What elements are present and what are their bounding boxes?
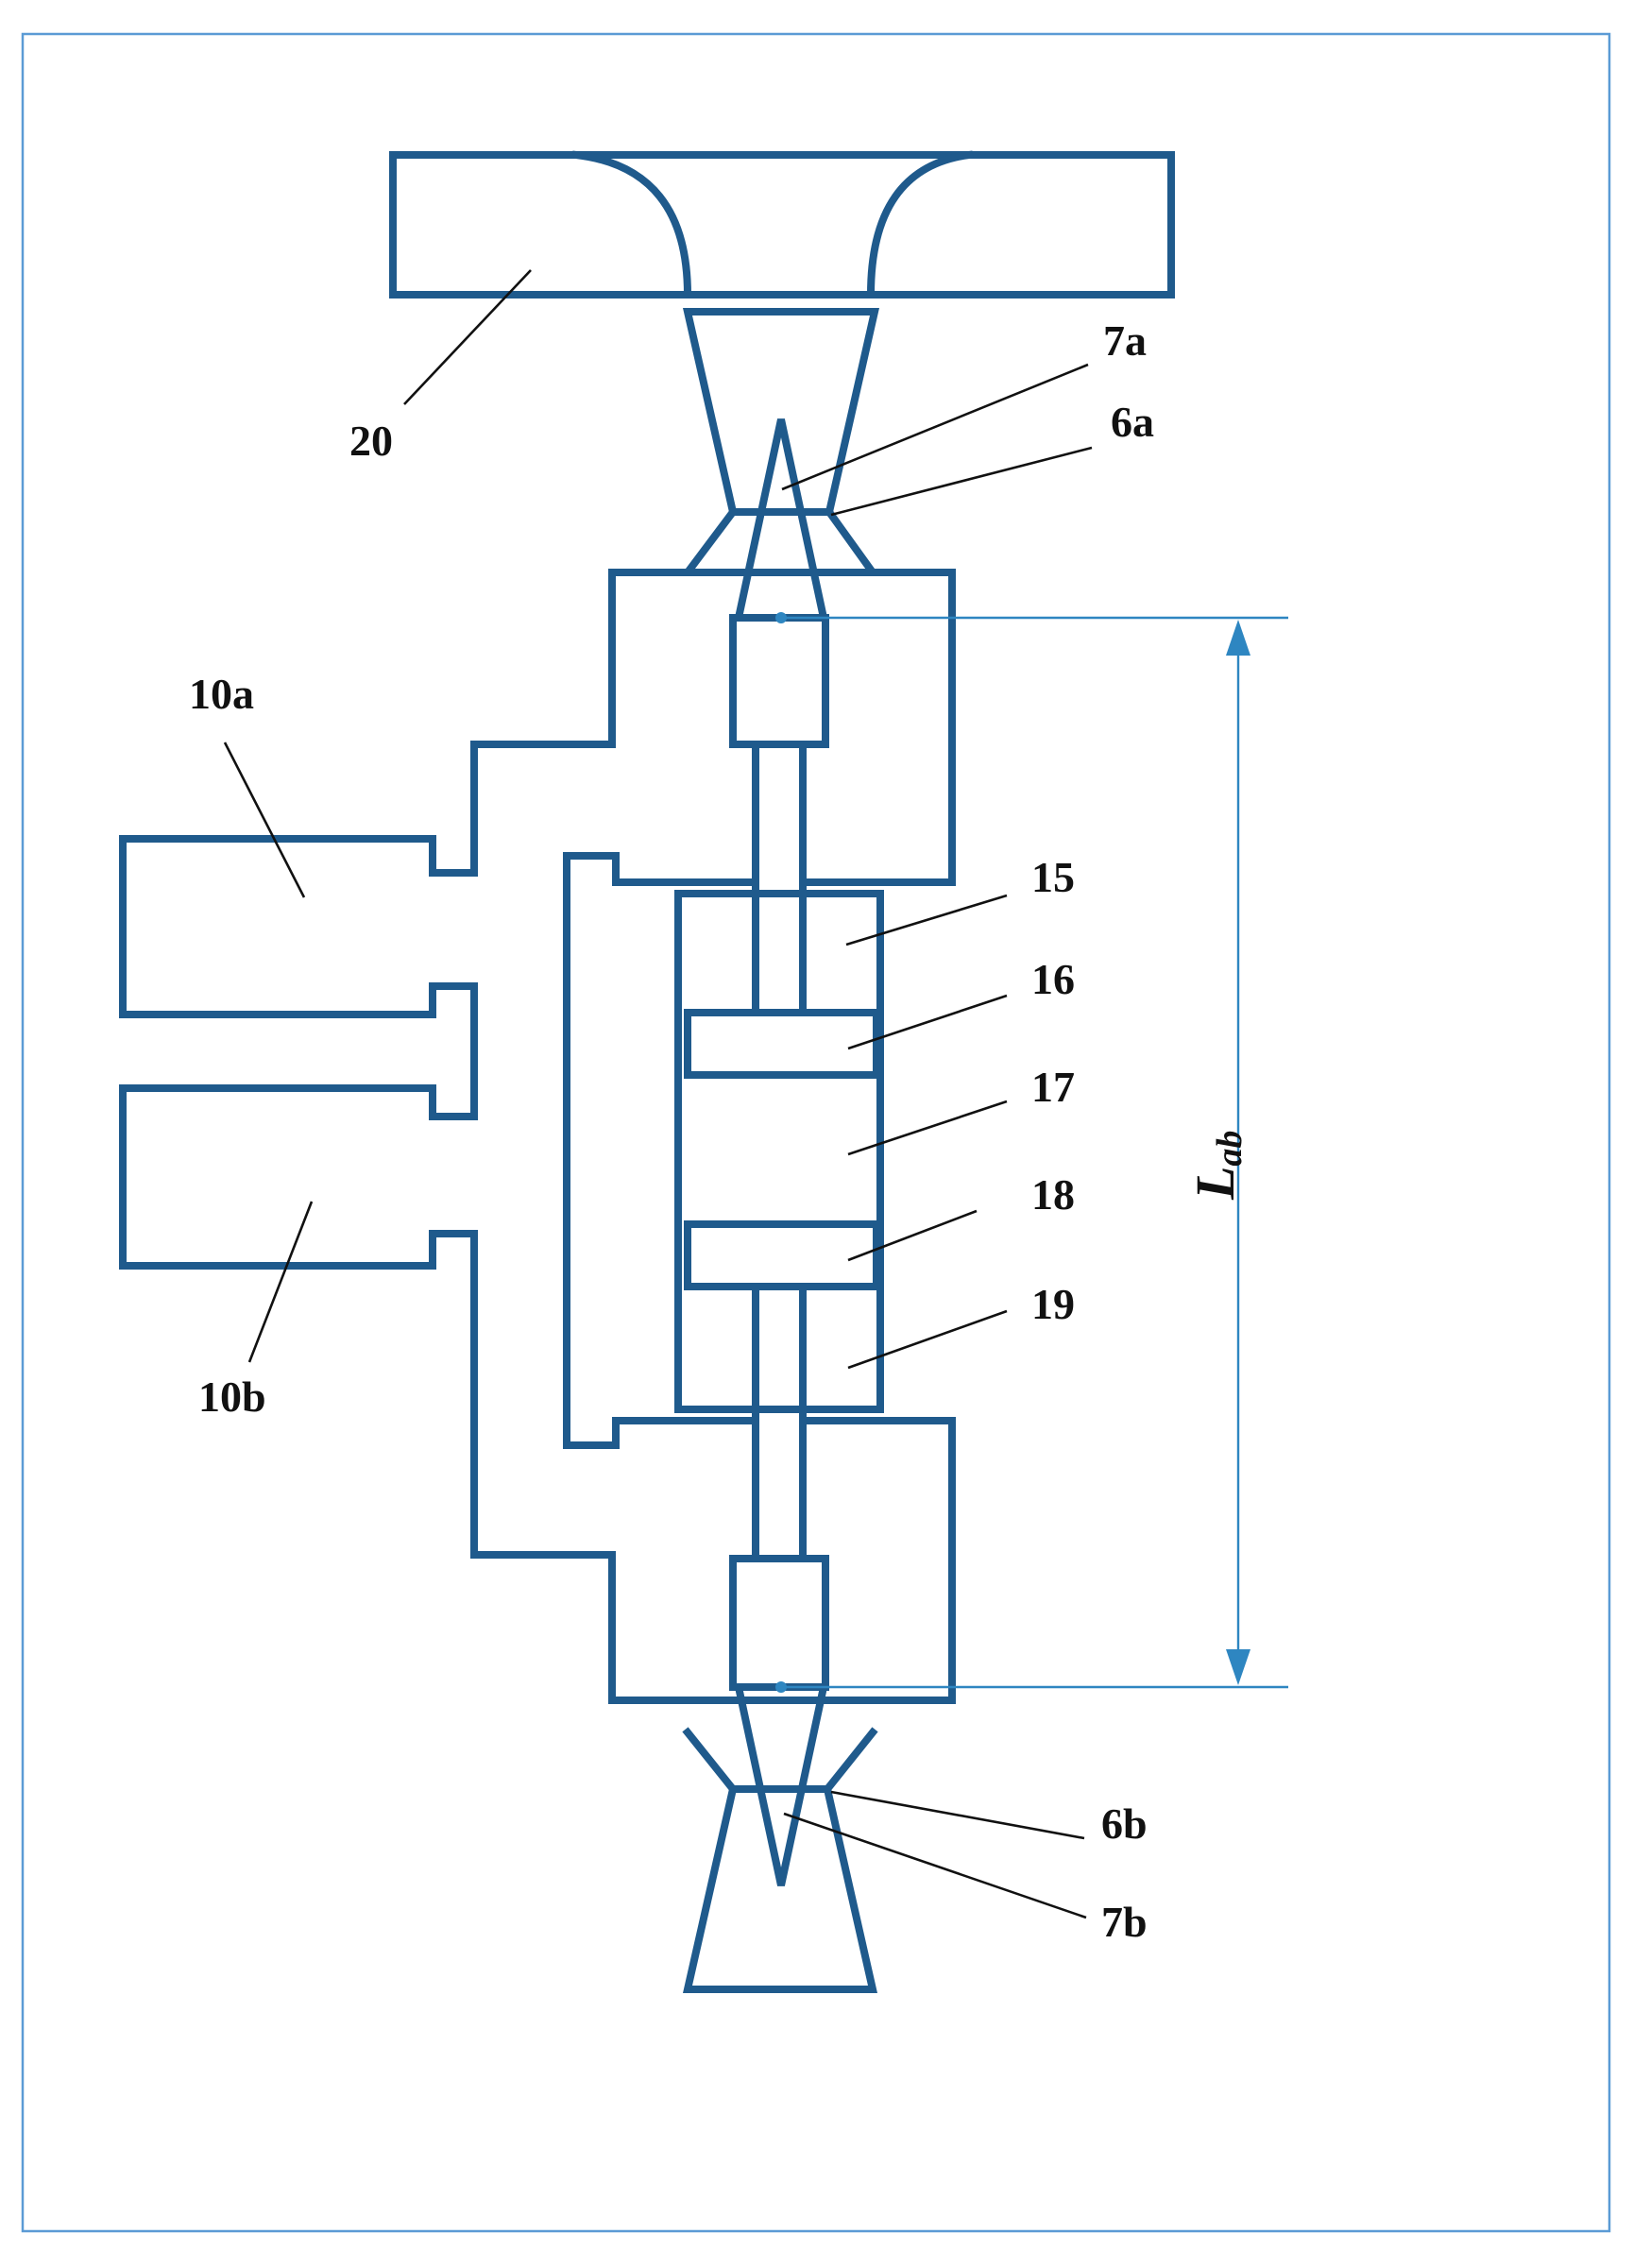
label-20: 20 — [349, 417, 393, 465]
dimension-lab — [775, 612, 1288, 1693]
label-17: 17 — [1031, 1063, 1075, 1111]
leader-lines — [223, 269, 1093, 1919]
upper-nozzle — [680, 308, 880, 576]
label-7b: 7b — [1101, 1898, 1148, 1946]
chamber — [674, 890, 884, 1413]
label-18: 18 — [1031, 1170, 1075, 1219]
top-plate-20 — [389, 150, 1175, 299]
label-7a: 7a — [1103, 316, 1147, 365]
label-6a: 6a — [1111, 398, 1154, 446]
label-6b: 6b — [1101, 1799, 1148, 1848]
upper-valve — [729, 614, 829, 1015]
label-15: 15 — [1031, 853, 1075, 901]
label-16: 16 — [1031, 955, 1075, 1003]
outer-frame — [21, 32, 1611, 2233]
dimension-label-lab: Lab — [1184, 1131, 1250, 1201]
lower-valve — [729, 1283, 829, 1691]
label-10a: 10a — [189, 670, 254, 718]
label-10b: 10b — [198, 1373, 266, 1421]
label-19: 19 — [1031, 1280, 1075, 1328]
lower-nozzle — [682, 1727, 878, 1993]
upper-housing — [119, 569, 956, 1704]
needle-7a — [734, 418, 828, 622]
